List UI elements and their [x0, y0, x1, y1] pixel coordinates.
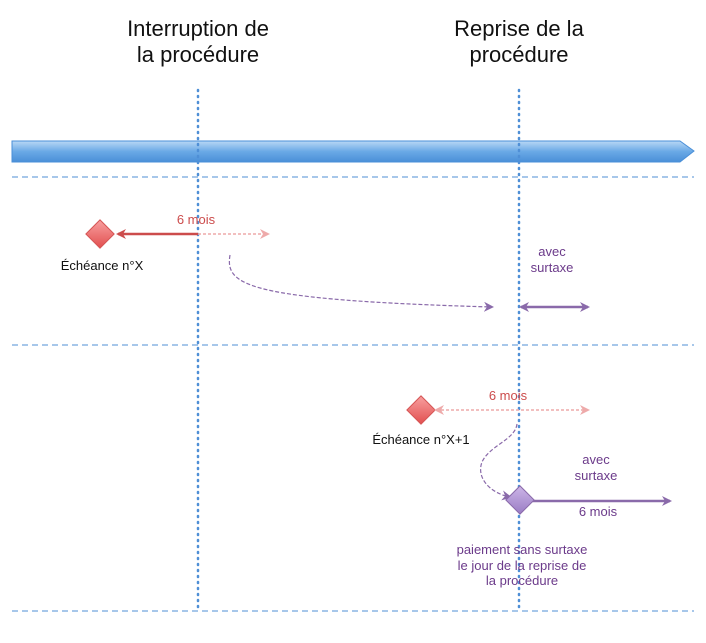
surcharge-label-line2: surtaxe [574, 467, 618, 483]
header-reprise-line2: procédure [469, 42, 569, 68]
surcharge-label: avec surtaxe [512, 244, 592, 275]
shift-curve-arrow [480, 423, 518, 501]
header-reprise: Reprise de la procédure [419, 16, 619, 69]
surcharge-label-line2: surtaxe [530, 259, 574, 275]
timeline-bar [11, 140, 695, 163]
deadline-x1-diamond [406, 395, 436, 425]
payment-diamond [505, 485, 535, 515]
header-reprise-line1: Reprise de la [454, 16, 584, 41]
after-period-label: 6 mois [578, 504, 618, 519]
shift-curve-arrow [228, 254, 494, 312]
payment-note-line1: paiement sans surtaxe [456, 542, 588, 557]
deadline-x-label: Échéance n°X [60, 258, 144, 273]
deadline-x-diamond [85, 219, 115, 249]
header-interruption-line2: la procédure [136, 42, 260, 68]
payment-note: paiement sans surtaxe le jour de la repr… [422, 542, 622, 589]
surcharge-label: avec surtaxe [556, 452, 636, 483]
payment-note-line2: le jour de la reprise de [457, 557, 587, 573]
header-interruption-line1: Interruption de [127, 16, 269, 41]
deadline-x1-label: Échéance n°X+1 [372, 432, 470, 447]
header-interruption: Interruption de la procédure [98, 16, 298, 69]
surcharge-label-line1: avec [538, 244, 566, 259]
period-label: 6 mois [488, 388, 528, 403]
payment-note-line3: la procédure [485, 573, 559, 589]
surcharge-label-line1: avec [582, 452, 610, 467]
period-label: 6 mois [176, 212, 216, 227]
